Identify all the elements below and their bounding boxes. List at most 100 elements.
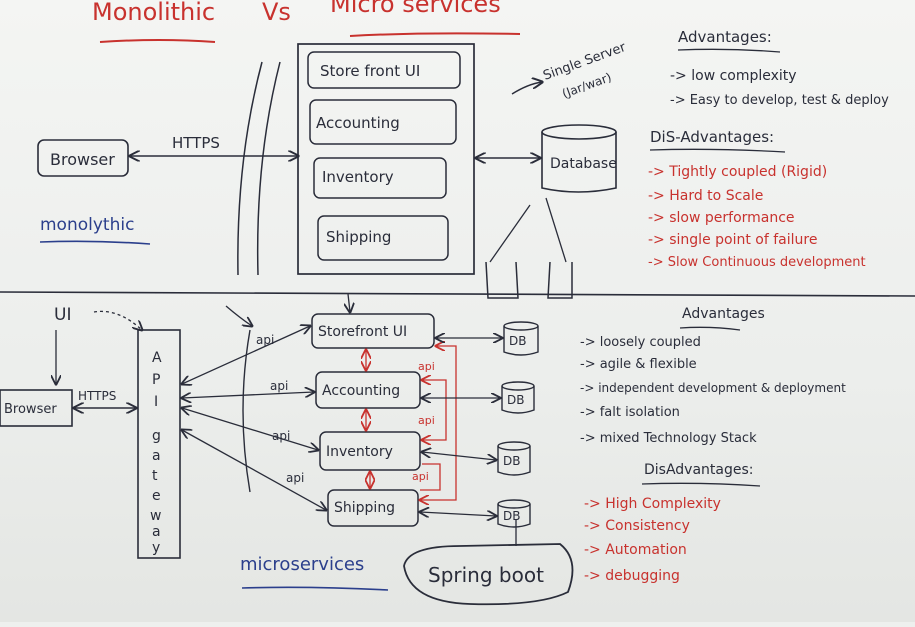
service-box-storefront xyxy=(311,313,435,349)
db-label: DB xyxy=(503,509,520,523)
mono-adv-underline xyxy=(677,48,781,53)
micro-adv-heading: Advantages xyxy=(682,306,765,322)
db-leg-left xyxy=(489,204,531,263)
module-inventory: Inventory xyxy=(322,168,394,186)
red-api-label: api xyxy=(412,470,429,483)
gateway-letter: y xyxy=(152,540,160,556)
database-top xyxy=(541,124,617,140)
micro-adv-item-3: -> independent development & deployment xyxy=(580,381,846,395)
title-right: Micro services xyxy=(330,0,501,18)
bracket-right xyxy=(256,61,281,276)
https-label: HTTPS xyxy=(172,134,220,152)
red-link-inner xyxy=(422,380,447,440)
title-underline-right xyxy=(349,32,521,37)
micro-adv-item-1: -> loosely coupled xyxy=(580,335,701,350)
service-db-arrow xyxy=(422,452,496,460)
ui-arrow xyxy=(93,310,142,330)
bracket-left xyxy=(237,61,263,276)
micro-disadvantages: DisAdvantages: -> High Complexity -> Con… xyxy=(584,462,761,584)
db-label: DB xyxy=(509,334,526,348)
monolith-disadvantages: DiS-Advantages: -> Tightly coupled (Rigi… xyxy=(648,128,866,270)
mono-adv-heading: Advantages: xyxy=(678,28,772,46)
module-box-inventory xyxy=(313,157,447,199)
monolith-diagram: Browser HTTPS Store front UI Accounting … xyxy=(37,40,628,299)
gateway-letter: e xyxy=(152,488,161,504)
db-cylinder-2: DB xyxy=(501,381,535,414)
mono-to-micro-arrow xyxy=(348,293,350,312)
microservices-label: microservices xyxy=(240,554,364,575)
mono-dis-heading: DiS-Advantages: xyxy=(650,128,774,146)
single-server-arrow xyxy=(511,82,542,95)
micro-dis-heading: DisAdvantages: xyxy=(644,462,754,478)
gateway-letter: A xyxy=(152,350,162,366)
red-api-label: api xyxy=(418,414,435,427)
single-server-label: Single Server xyxy=(541,40,628,84)
gateway-letter: g xyxy=(152,428,161,444)
gateway-letter: P xyxy=(152,372,160,388)
service-inventory: Inventory xyxy=(326,444,393,460)
database-cylinder xyxy=(541,132,617,193)
db-replica-right xyxy=(547,261,573,299)
gateway-letter: t xyxy=(152,468,158,484)
microservices-underline xyxy=(241,586,389,591)
api-label: api xyxy=(256,333,274,347)
micro-adv-item-5: -> mixed Technology Stack xyxy=(580,431,757,446)
micro-https-label: HTTPS xyxy=(78,389,116,403)
title-underline-left xyxy=(99,39,216,43)
module-box-storefront xyxy=(307,51,461,89)
red-api-label: api xyxy=(418,360,435,373)
micro-advantages: Advantages -> loosely coupled -> agile &… xyxy=(580,306,846,446)
db-label: DB xyxy=(503,454,520,468)
ui-label: UI xyxy=(54,305,71,325)
monolith-advantages: Advantages: -> low complexity -> Easy to… xyxy=(670,28,889,108)
service-accounting: Accounting xyxy=(322,383,400,399)
micro-dis-item-4: -> debugging xyxy=(584,568,680,584)
api-arrow-storefront xyxy=(182,326,310,384)
server-box xyxy=(297,43,475,275)
mono-dis-item-2: -> Hard to Scale xyxy=(648,188,763,204)
mono-dis-underline xyxy=(649,148,786,153)
db-replica-left xyxy=(485,261,519,299)
section-divider xyxy=(0,291,915,297)
db-cylinder-4: DB xyxy=(497,499,531,528)
service-storefront: Storefront UI xyxy=(318,324,407,340)
db-cylinder-1: DB xyxy=(503,321,539,356)
db-leg-right xyxy=(545,197,567,263)
page-title: Monolithic Vs Micro services xyxy=(92,0,521,43)
api-arrow-accounting xyxy=(182,392,314,398)
browser-label: Browser xyxy=(50,150,115,169)
mono-adv-item-2: -> Easy to develop, test & deploy xyxy=(670,93,889,108)
micro-dis-item-3: -> Automation xyxy=(584,542,687,558)
api-arrow-inventory xyxy=(182,408,318,450)
api-label: api xyxy=(272,429,290,443)
api-gateway-label: A P I g a t e w a y xyxy=(150,350,162,556)
bracket-arrow xyxy=(225,305,252,326)
spring-boot-container xyxy=(403,543,574,606)
module-box-accounting xyxy=(309,99,457,145)
micro-dis-item-2: -> Consistency xyxy=(584,518,690,534)
micro-adv-item-2: -> agile & flexible xyxy=(580,357,697,372)
api-arrow-shipping xyxy=(182,430,326,510)
service-shipping: Shipping xyxy=(334,500,395,516)
micro-dis-item-1: -> High Complexity xyxy=(584,496,721,512)
spring-boot-label: Spring boot xyxy=(428,563,544,587)
service-db-arrow xyxy=(420,512,496,516)
module-box-shipping xyxy=(317,215,449,261)
mono-dis-item-4: -> single point of failure xyxy=(648,232,817,248)
mono-adv-item-1: -> low complexity xyxy=(670,68,797,84)
micro-adv-item-4: -> falt isolation xyxy=(580,405,680,420)
database-label: Database xyxy=(550,156,617,172)
db-cylinder-3: DB xyxy=(497,441,531,476)
monolythic-underline xyxy=(39,240,151,245)
mono-dis-item-3: -> slow performance xyxy=(648,210,795,226)
mono-dis-item-1: -> Tightly coupled (Rigid) xyxy=(648,164,827,180)
api-label: api xyxy=(270,379,288,393)
gateway-letter: w xyxy=(150,508,161,524)
micro-browser-box xyxy=(0,389,73,427)
title-vs: Vs xyxy=(262,0,291,26)
mono-dis-item-5: -> Slow Continuous development xyxy=(648,255,866,270)
title-left: Monolithic xyxy=(92,0,215,26)
red-link-outer xyxy=(420,346,457,500)
